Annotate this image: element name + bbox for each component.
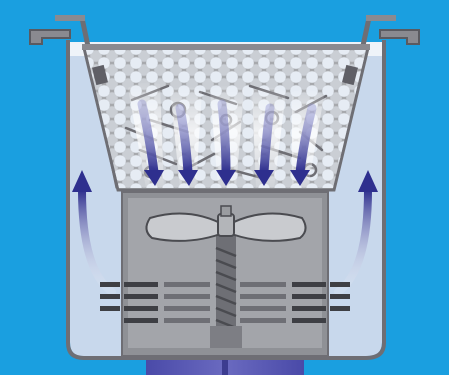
shaft-collar bbox=[210, 326, 242, 348]
basket-top-lip bbox=[82, 44, 370, 50]
pump-housing bbox=[100, 192, 350, 356]
outer-slots-left bbox=[100, 282, 120, 311]
hanger-hook-right bbox=[366, 15, 396, 21]
outer-slots-right bbox=[330, 282, 350, 311]
hanger-hook-left bbox=[55, 15, 85, 21]
